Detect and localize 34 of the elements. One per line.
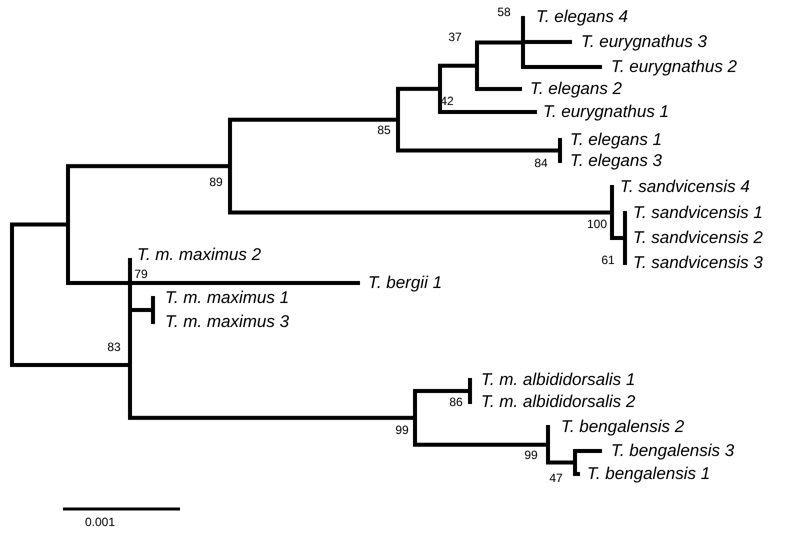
bootstrap-value: 79 [134, 267, 148, 281]
taxon-label: T. sandvicensis 3 [633, 253, 763, 273]
bootstrap-value: 100 [586, 217, 608, 231]
taxon-label: T. elegans 1 [570, 130, 662, 150]
bootstrap-value: 37 [448, 30, 462, 44]
taxon-label: T. bengalensis 3 [611, 441, 734, 461]
taxon-label: T. m. maximus 1 [165, 288, 290, 308]
taxon-label: T. m. maximus 2 [137, 245, 262, 265]
taxon-label: T. bengalensis 1 [587, 464, 710, 484]
bootstrap-value: 99 [524, 448, 538, 462]
taxon-label: T. m. albididorsalis 2 [481, 392, 636, 412]
bootstrap-value: 47 [549, 471, 563, 485]
taxon-label: T. elegans 2 [530, 79, 622, 99]
scale-value: 0.001 [84, 515, 116, 529]
taxon-label: T. m. maximus 3 [165, 312, 290, 332]
taxon-label: T. eurygnathus 2 [611, 57, 738, 77]
bootstrap-value: 84 [534, 156, 548, 170]
bootstrap-value: 83 [107, 340, 121, 354]
taxon-label: T. bergii 1 [368, 273, 442, 293]
bootstrap-value: 58 [497, 5, 511, 19]
taxon-label: T. elegans 4 [536, 7, 628, 27]
bootstrap-value: 61 [601, 253, 615, 267]
taxon-label: T. sandvicensis 2 [633, 228, 763, 248]
bootstrap-value: 89 [209, 175, 223, 189]
taxon-label: T. sandvicensis 1 [633, 203, 763, 223]
bootstrap-value: 85 [377, 123, 391, 137]
taxon-label: T. elegans 3 [570, 151, 662, 171]
taxon-label: T. bengalensis 2 [561, 417, 684, 437]
taxon-label: T. eurygnathus 3 [581, 32, 708, 52]
taxon-label: T. sandvicensis 4 [620, 177, 750, 197]
bootstrap-value: 86 [449, 395, 463, 409]
taxon-label: T. eurygnathus 1 [543, 102, 670, 122]
bootstrap-value: 99 [395, 423, 409, 437]
taxon-label: T. m. albididorsalis 1 [481, 370, 636, 390]
